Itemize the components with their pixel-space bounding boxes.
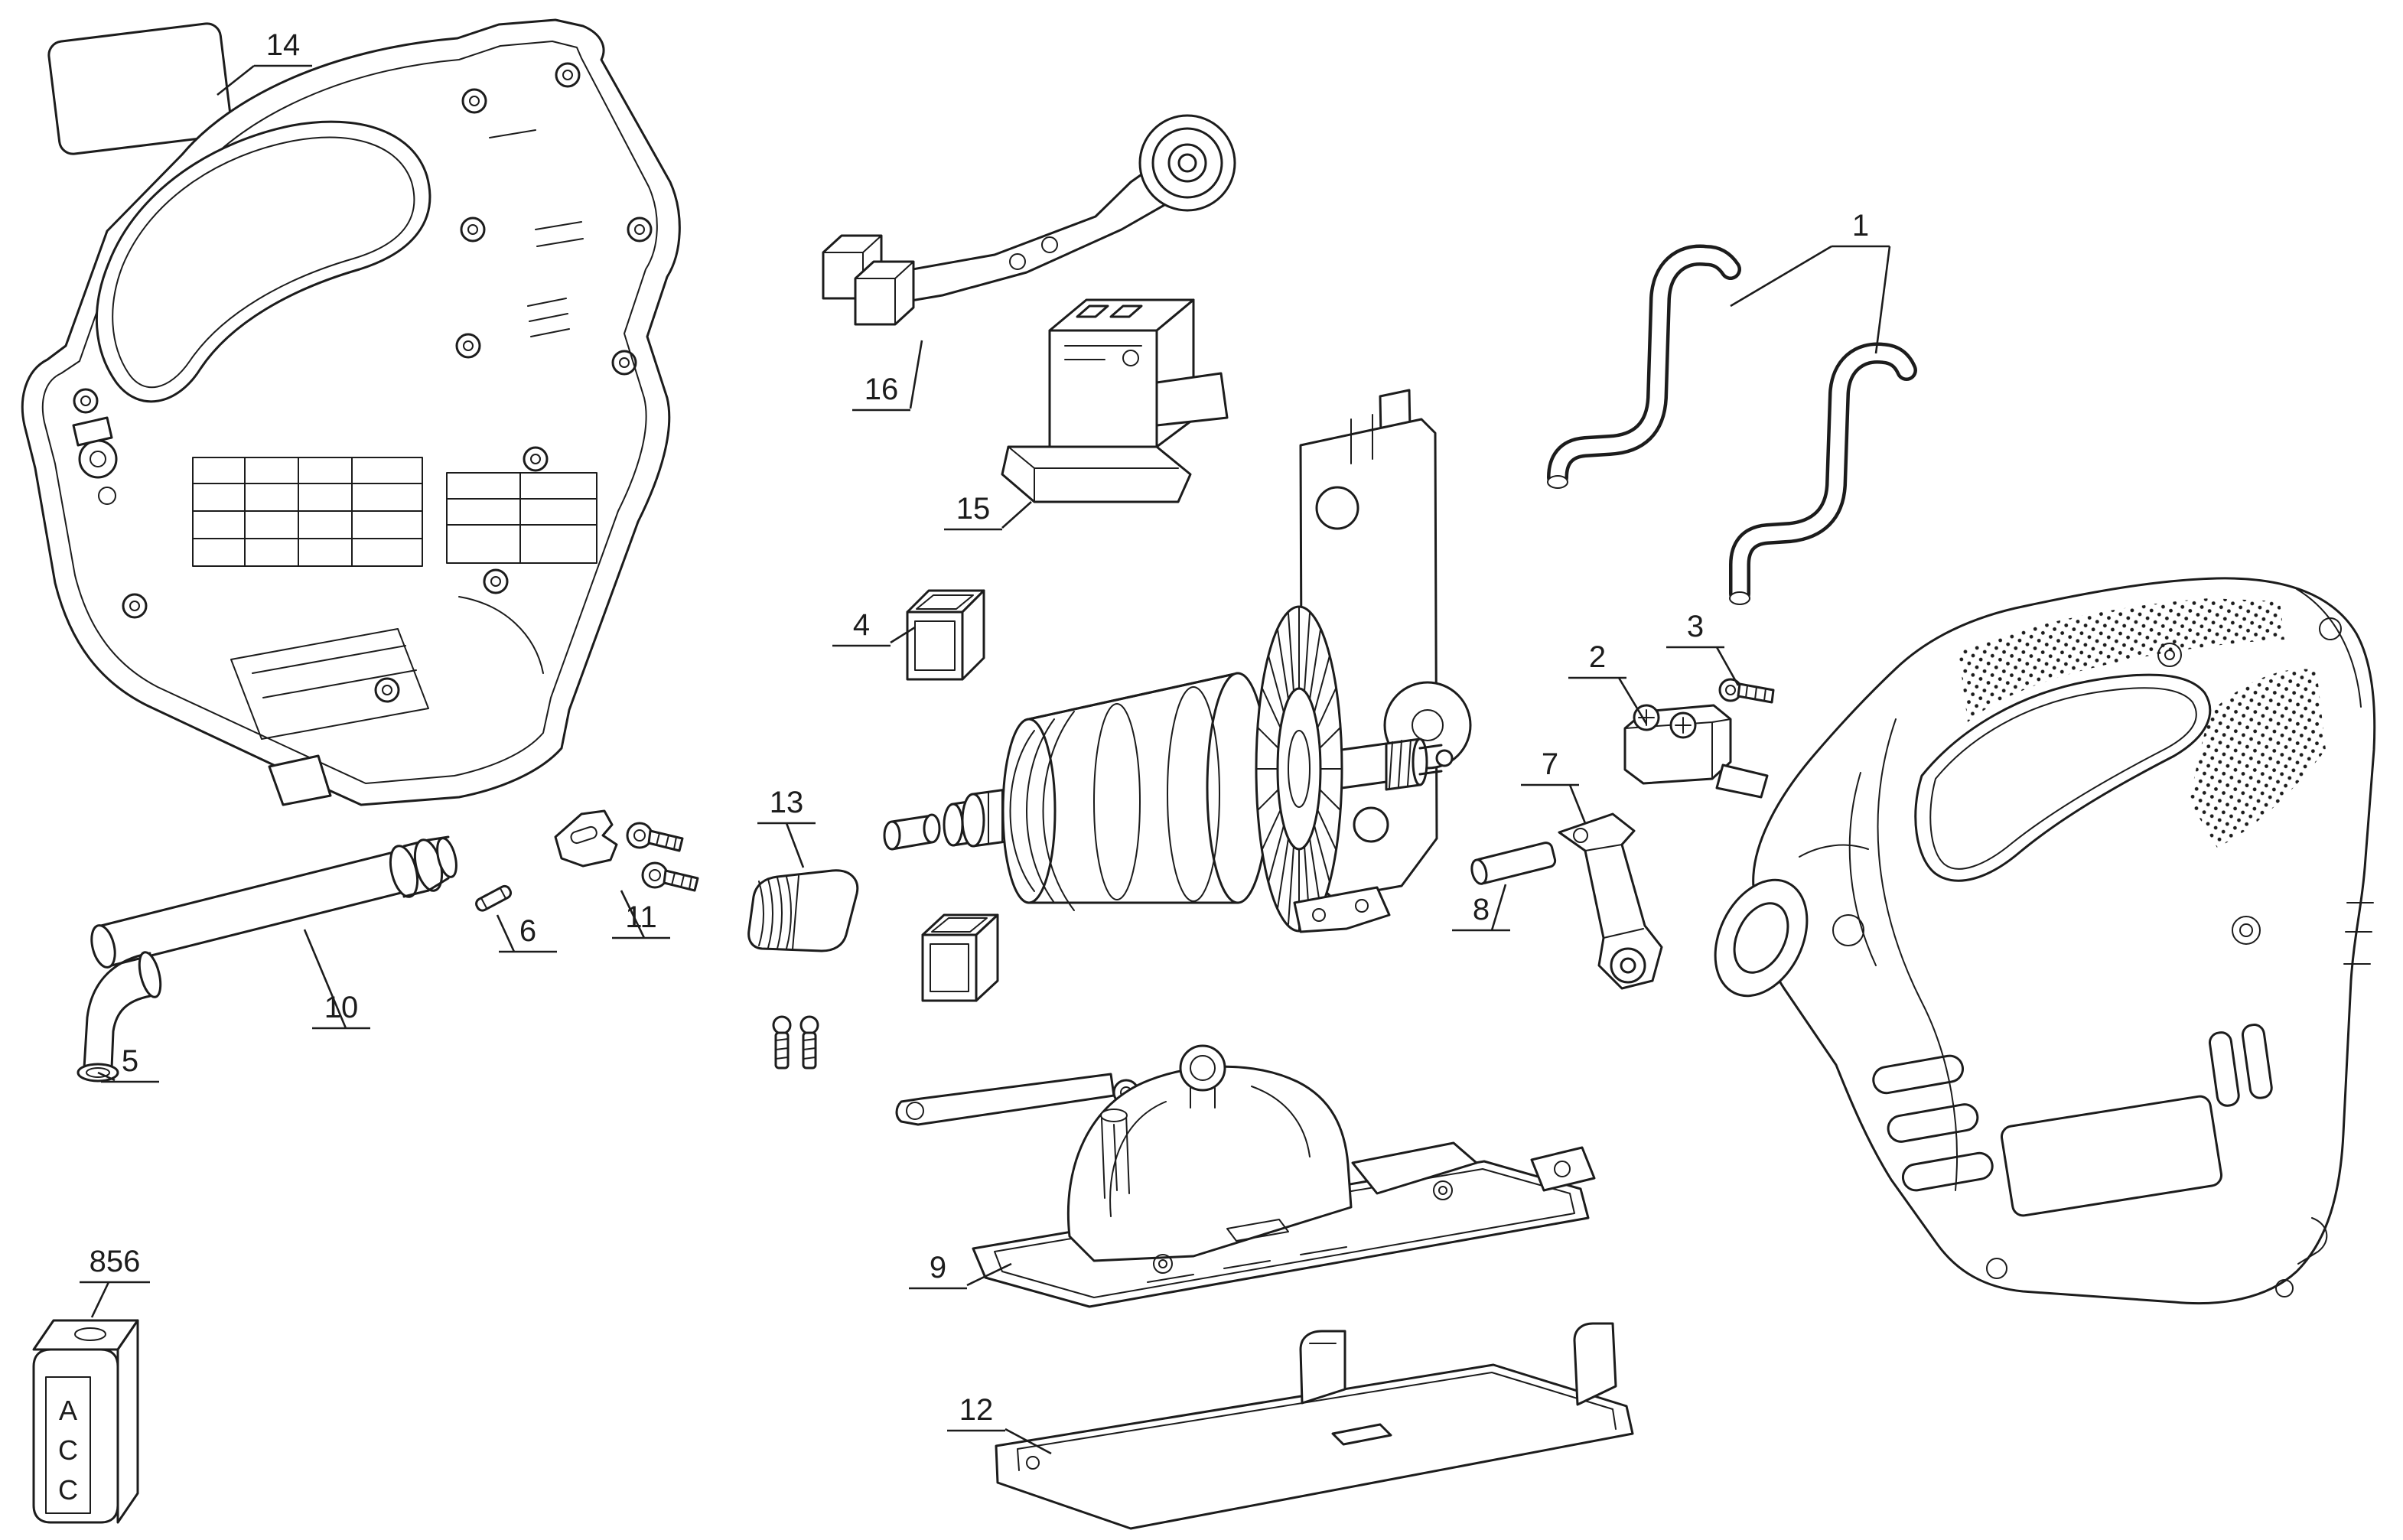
callout-7: 7 bbox=[1521, 747, 1587, 824]
callout-4: 4 bbox=[832, 608, 916, 647]
part-tube bbox=[90, 835, 457, 969]
callout-label: 4 bbox=[853, 608, 870, 642]
leader-line bbox=[966, 1262, 1012, 1287]
part-elbow-tube bbox=[77, 951, 162, 1083]
fan-blades bbox=[1255, 607, 1343, 930]
part-label-plate bbox=[47, 22, 233, 155]
jigsaw-nameplate bbox=[2000, 1095, 2223, 1217]
grip-texture bbox=[1959, 598, 2284, 722]
housing-ribs bbox=[72, 129, 597, 806]
part-pin-6 bbox=[475, 884, 513, 912]
part-brush-holder bbox=[906, 589, 985, 681]
part-knob bbox=[747, 869, 859, 952]
armature-shaft-right bbox=[1340, 737, 1454, 791]
part-base-assembly bbox=[895, 1044, 1596, 1308]
callout-label: 9 bbox=[930, 1251, 946, 1284]
leader-line bbox=[785, 822, 805, 868]
housing-inner-wall bbox=[41, 41, 658, 784]
callout-label: 10 bbox=[324, 991, 359, 1024]
callout-label: 2 bbox=[1589, 640, 1606, 674]
part-accessory-box: A C C bbox=[32, 1319, 139, 1524]
leader-line bbox=[1617, 677, 1648, 724]
accessory-letter: C bbox=[58, 1434, 78, 1466]
leader-line bbox=[1874, 246, 1891, 354]
callout-1: 1 bbox=[1730, 209, 1891, 354]
callout-856: 856 bbox=[80, 1245, 150, 1318]
callout-9: 9 bbox=[909, 1251, 1012, 1290]
part-jigsaw-housing-right bbox=[1714, 577, 2376, 1305]
callout-8: 8 bbox=[1452, 884, 1510, 932]
callout-label: 7 bbox=[1542, 747, 1558, 781]
callout-label: 16 bbox=[864, 373, 899, 406]
leader-line bbox=[496, 914, 516, 952]
base-left-arm bbox=[895, 1073, 1115, 1126]
part-housing-left bbox=[21, 18, 681, 806]
part-screw-11b bbox=[641, 861, 699, 892]
leader-line bbox=[1715, 646, 1740, 686]
callout-5: 5 bbox=[97, 1044, 159, 1083]
leader-line bbox=[1005, 1428, 1052, 1455]
vent-slots bbox=[1872, 1054, 1994, 1192]
lower-bearing-plate bbox=[1293, 886, 1391, 933]
callout-label: 15 bbox=[956, 492, 991, 526]
callout-label: 8 bbox=[1473, 893, 1490, 926]
leader-line bbox=[97, 1071, 116, 1082]
base-platform bbox=[972, 1160, 1590, 1308]
part-pin-8 bbox=[1470, 842, 1557, 885]
leader-line bbox=[303, 929, 347, 1029]
part-bracket-roller bbox=[822, 114, 1236, 326]
part-screw-3 bbox=[1718, 678, 1775, 704]
callout-label: 14 bbox=[266, 28, 301, 62]
callout-14: 14 bbox=[217, 28, 312, 96]
callout-label: 12 bbox=[959, 1393, 994, 1427]
callout-13: 13 bbox=[757, 786, 816, 868]
part-shoe-cover bbox=[995, 1322, 1634, 1530]
part-terminal-block bbox=[1623, 704, 1769, 799]
motor-fan bbox=[1255, 605, 1343, 933]
part-switch bbox=[1001, 298, 1229, 503]
grip-texture bbox=[2190, 669, 2326, 848]
leader-line bbox=[1490, 884, 1507, 931]
jigsaw-handle-cutout bbox=[1914, 673, 2212, 882]
leader-line bbox=[890, 626, 916, 644]
vent-bars bbox=[2208, 1024, 2273, 1107]
accessory-letter: A bbox=[59, 1395, 77, 1426]
part-brush-holder-2 bbox=[921, 913, 999, 1002]
commutator bbox=[961, 793, 985, 848]
part-screw-11a bbox=[626, 822, 684, 852]
box-logo-oval bbox=[74, 1327, 106, 1341]
callout-label: 13 bbox=[770, 786, 804, 819]
leader-line bbox=[1001, 501, 1032, 529]
callout-12: 12 bbox=[947, 1393, 1052, 1455]
callout-15: 15 bbox=[944, 492, 1032, 531]
callout-16: 16 bbox=[852, 340, 923, 412]
leader-line bbox=[1730, 245, 1832, 308]
armature-windings bbox=[1001, 672, 1270, 911]
part-roller-bracket bbox=[1558, 812, 1663, 990]
callout-3: 3 bbox=[1666, 610, 1740, 686]
part-screws-pair bbox=[772, 1015, 819, 1070]
callout-label: 11 bbox=[625, 900, 657, 934]
callout-label: 856 bbox=[90, 1245, 141, 1278]
leader-line bbox=[1568, 784, 1587, 824]
callout-label: 5 bbox=[122, 1044, 138, 1078]
part-motor-assembly bbox=[883, 389, 1472, 933]
screw-bosses bbox=[73, 62, 653, 703]
callout-6: 6 bbox=[496, 914, 557, 953]
leader-line bbox=[90, 1281, 110, 1318]
part-clamp-plate bbox=[554, 809, 618, 868]
callout-label: 6 bbox=[519, 914, 536, 948]
leader-line bbox=[217, 64, 255, 96]
leader-line bbox=[620, 890, 646, 939]
callout-10: 10 bbox=[303, 929, 370, 1030]
callout-label: 1 bbox=[1852, 209, 1869, 243]
callout-label: 3 bbox=[1687, 610, 1704, 643]
callouts: 1 2 3 4 5 6 7 bbox=[80, 28, 1891, 1455]
part-cord-hooks bbox=[1547, 244, 1917, 605]
leader-line bbox=[909, 340, 923, 409]
callout-11: 11 bbox=[612, 890, 670, 939]
callout-2: 2 bbox=[1568, 640, 1648, 724]
accessory-letter: C bbox=[58, 1474, 78, 1506]
